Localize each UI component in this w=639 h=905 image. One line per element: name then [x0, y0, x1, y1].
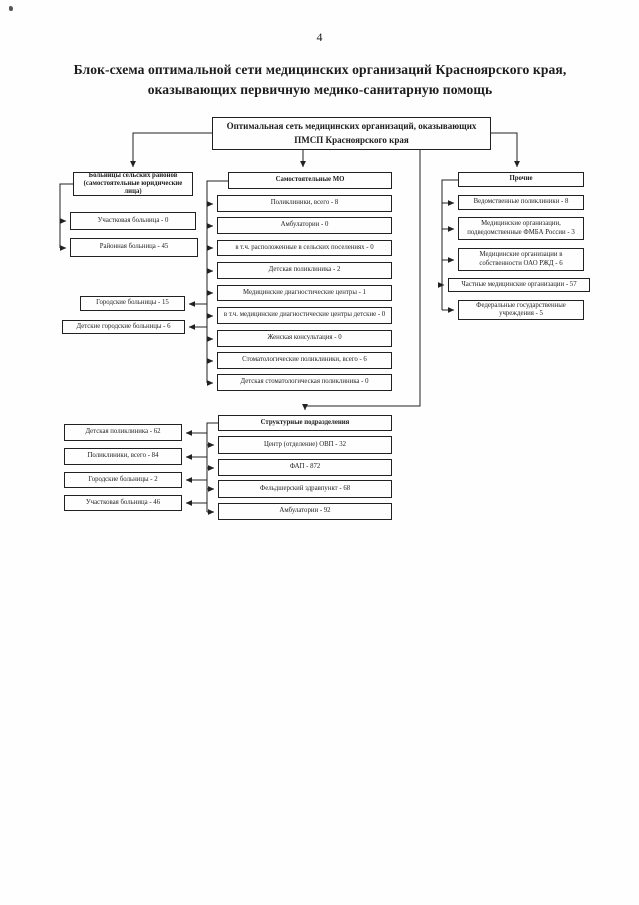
- node-uchastkovaya-bolnitsa: Участковая больница - 0: [70, 212, 196, 230]
- node-polikliniki-vsego: Поликлиники, всего - 8: [217, 195, 392, 212]
- node-v-tch-diag-tsentry-detskie: в т.ч. медицинские диагностические центр…: [217, 307, 392, 324]
- node-chastnye-organizatsii: Частные медицинские организации - 57: [448, 278, 590, 292]
- node-rural-hospitals-header: Больницы сельских районов (самостоятельн…: [73, 172, 193, 196]
- node-fap: ФАП - 872: [218, 459, 392, 476]
- page-title: Блок-схема оптимальной сети медицинских …: [73, 62, 567, 97]
- node-tsentr-ovp: Центр (отделение) ОВП - 32: [218, 436, 392, 454]
- node-strukturnye-podrazdeleniya-header: Структурные подразделения: [218, 415, 392, 431]
- node-gorodskie-bolnitsy-strukt: Городские больницы - 2: [64, 472, 182, 488]
- node-vedomstvennye-polikliniki: Ведомственные поликлиники - 8: [458, 195, 584, 210]
- node-stomatologicheskie-polikliniki: Стоматологические поликлиники, всего - 6: [217, 352, 392, 369]
- node-ambulatorii-strukturnye: Амбулатории - 92: [218, 503, 392, 520]
- node-v-tch-selskie-poseleniya: в т.ч. расположенные в сельских поселени…: [217, 240, 392, 256]
- scan-artifact: [9, 6, 13, 11]
- node-detskaya-stomat-poliklinika: Детская стоматологическая поликлиника - …: [217, 374, 392, 391]
- node-detskaya-poliklinika: Детская поликлиника - 2: [217, 262, 392, 279]
- node-zhenskaya-konsultatsiya: Женская консультация - 0: [217, 330, 392, 347]
- node-oao-rzhd: Медицинские организации в собственности …: [458, 248, 584, 271]
- node-prochie-header: Прочие: [458, 172, 584, 187]
- node-optimal-network: Оптимальная сеть медицинских организаций…: [212, 117, 491, 150]
- node-samostoyatelnye-mo-header: Самостоятельные МО: [228, 172, 392, 189]
- node-med-diagnosticheskie-tsentry: Медицинские диагностические центры - 1: [217, 285, 392, 301]
- node-feldsherskiy-zdravpunkt: Фельдшерский здравпункт - 68: [218, 480, 392, 498]
- node-polikliniki-vsego-strukt: Поликлиники, всего - 84: [64, 448, 182, 465]
- node-fmba-rossii: Медицинские организации, подведомственны…: [458, 217, 584, 240]
- node-detskaya-poliklinika-strukt: Детская поликлиника - 62: [64, 424, 182, 441]
- node-gorodskie-bolnitsy: Городские больницы - 15: [80, 296, 185, 311]
- node-federalnye-uchrezhdeniya: Федеральные государственные учреждения -…: [458, 300, 584, 320]
- page-number: 4: [316, 30, 323, 44]
- node-uchastkovaya-bolnitsa-strukt: Участковая больница - 46: [64, 495, 182, 511]
- node-ambulatorii: Амбулатории - 0: [217, 217, 392, 234]
- node-detskie-gorodskie-bolnitsy: Детские городские больницы - 6: [62, 320, 185, 334]
- node-rayonnaya-bolnitsa: Районная больница - 45: [70, 238, 198, 257]
